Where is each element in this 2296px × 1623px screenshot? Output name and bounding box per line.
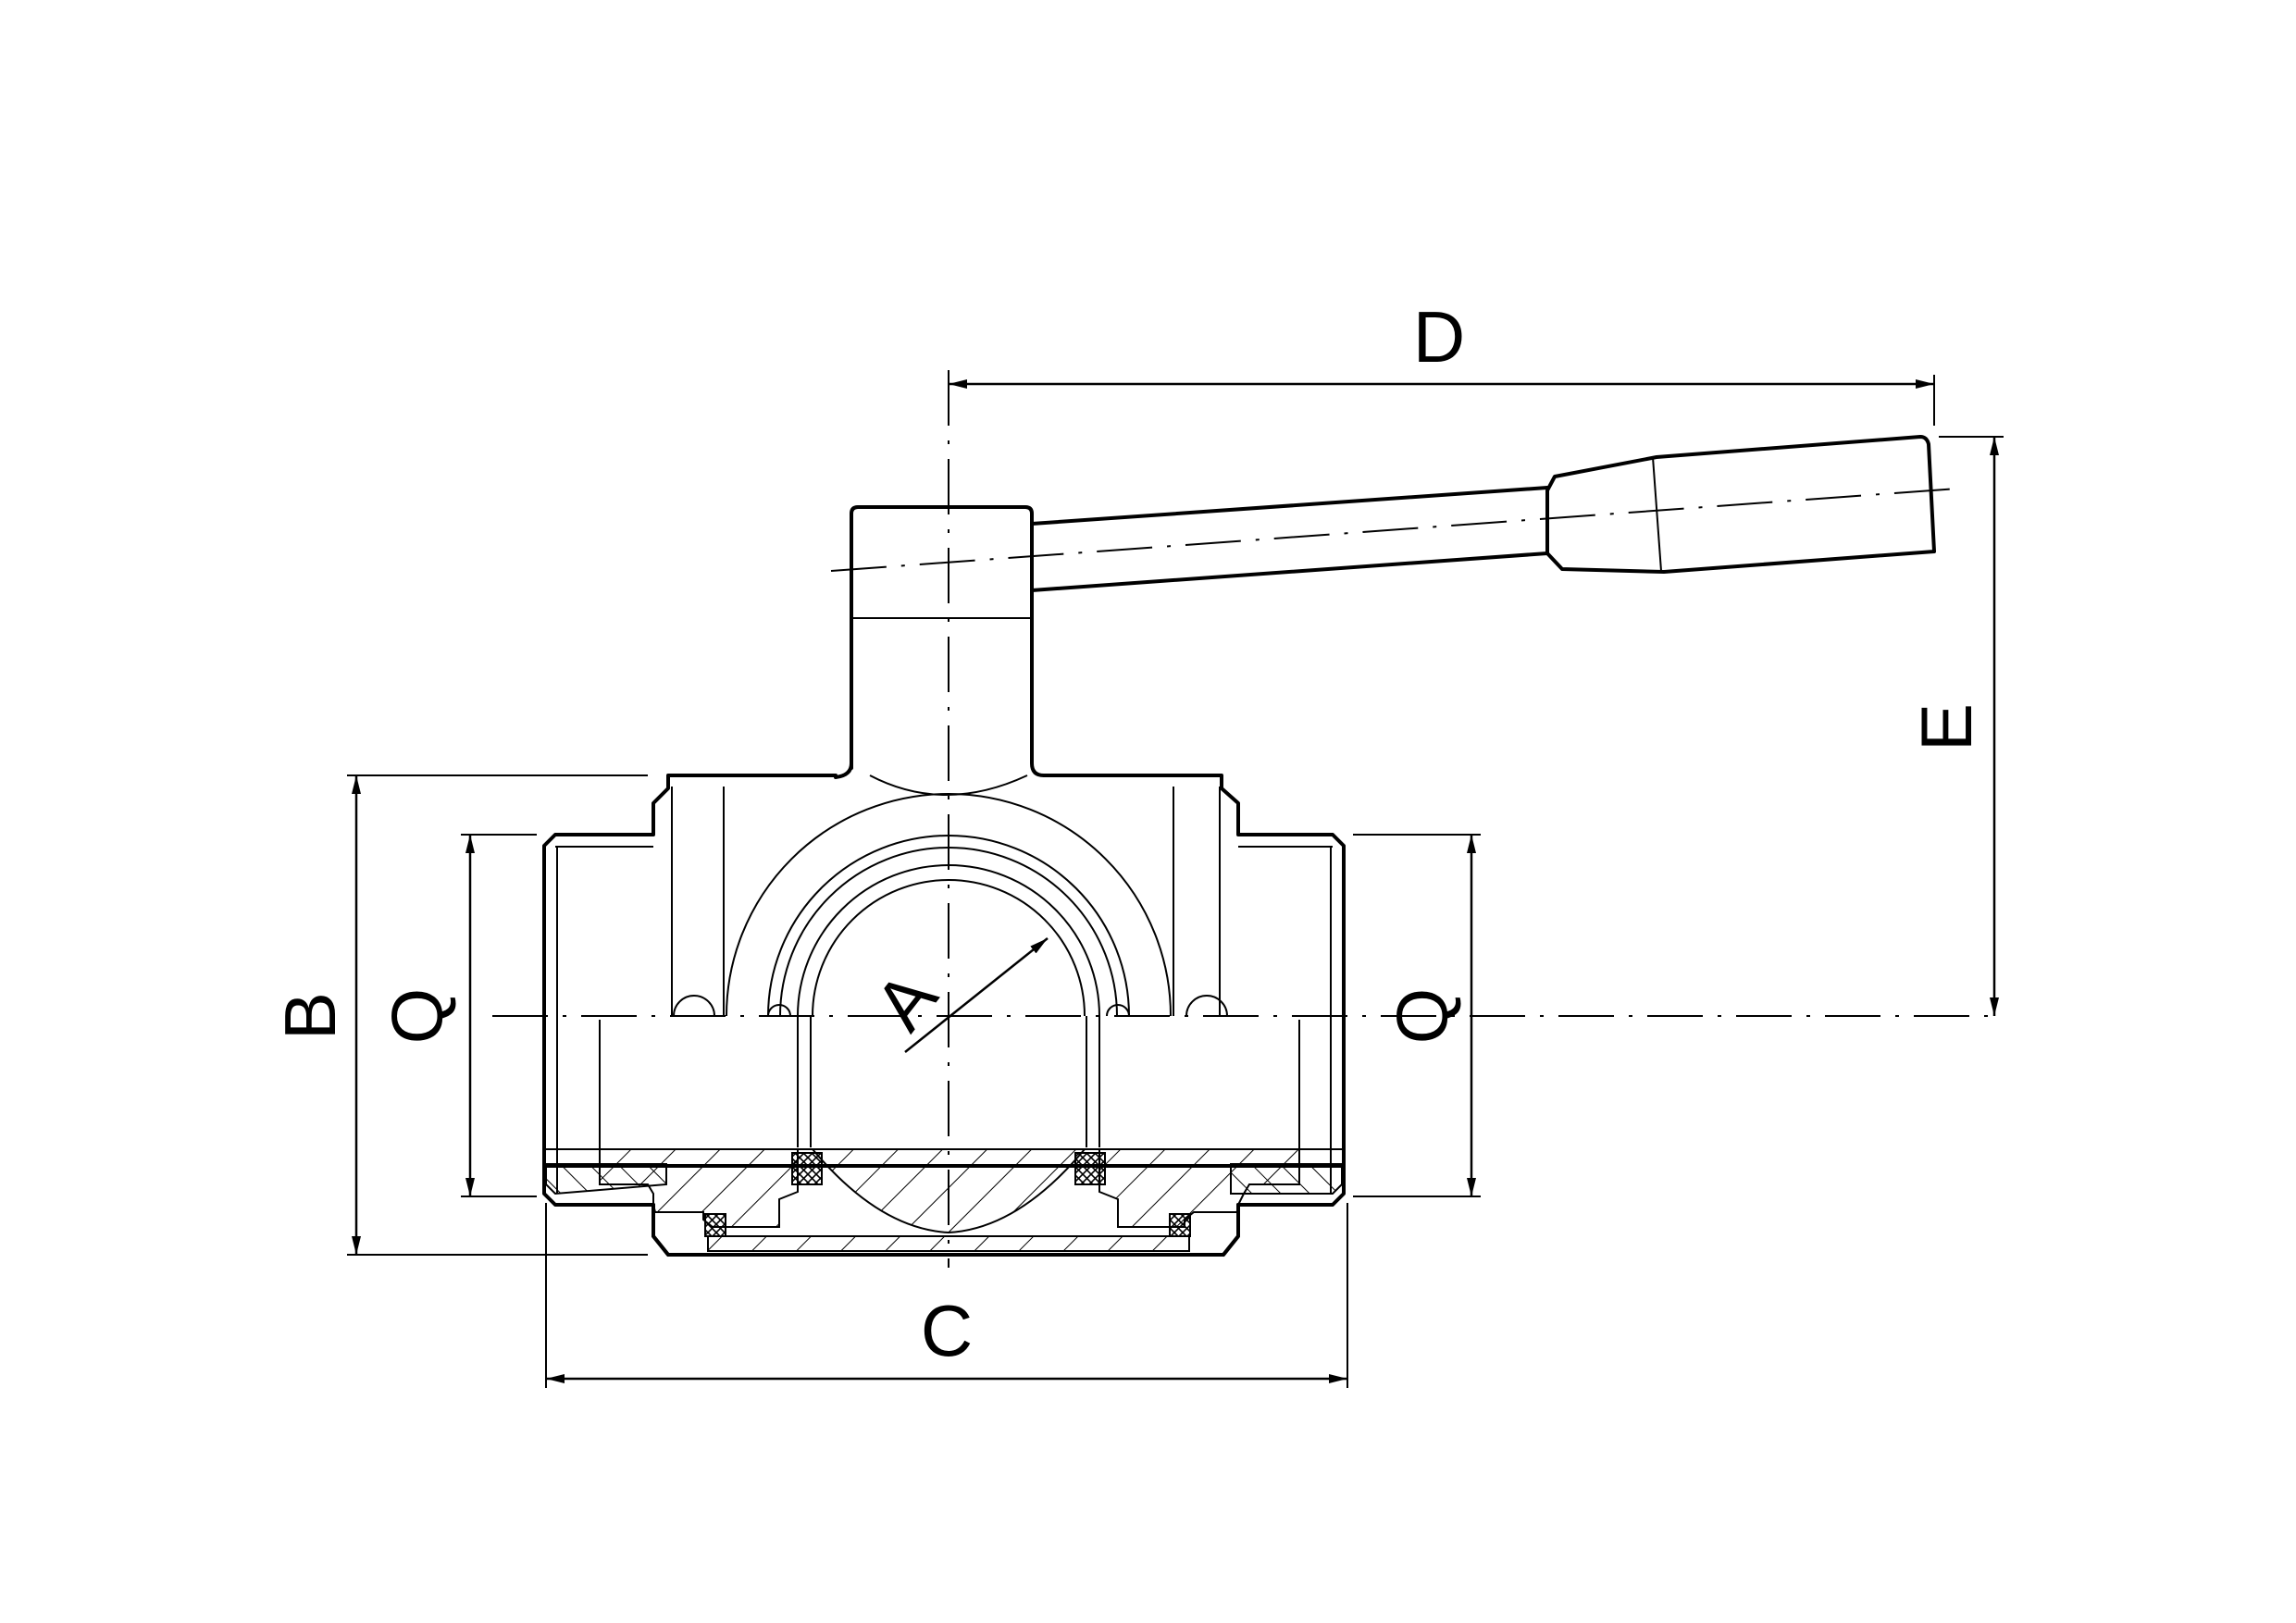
label-q-left: Q <box>377 988 458 1045</box>
section-right-body <box>1098 1148 1300 1228</box>
lever-grip-divider <box>1652 456 1662 572</box>
ball-dome-outer <box>726 793 1172 1017</box>
handle-axis <box>830 488 1958 572</box>
centerlines <box>492 370 1990 1268</box>
seal-right-lower <box>1169 1213 1191 1237</box>
lever-bar <box>1030 486 1549 592</box>
section-left-body <box>599 1148 799 1228</box>
seal-right-upper <box>1074 1152 1106 1185</box>
right-seat-notch <box>1185 995 1228 1017</box>
label-e: E <box>1905 703 1987 751</box>
label-d: D <box>1413 296 1465 378</box>
left-seat-notch <box>673 995 715 1017</box>
seal-left-lower <box>704 1213 726 1237</box>
label-q-right: Q <box>1382 988 1463 1045</box>
handle <box>830 435 1958 777</box>
label-b: B <box>269 992 351 1040</box>
label-a: A <box>859 957 952 1045</box>
right-bore-notch <box>1106 1004 1130 1017</box>
ball-bore <box>812 879 1086 1017</box>
seal-left-upper <box>791 1152 823 1185</box>
lower-section-outline <box>542 1164 1346 1257</box>
left-bore-notch <box>767 1004 791 1017</box>
lever-grip <box>1545 435 1936 574</box>
dimensions <box>347 375 2004 1388</box>
dim-a-line <box>904 937 1049 1053</box>
label-c: C <box>921 1290 973 1371</box>
stem-block <box>850 505 1046 777</box>
body-outline <box>542 762 1346 1257</box>
